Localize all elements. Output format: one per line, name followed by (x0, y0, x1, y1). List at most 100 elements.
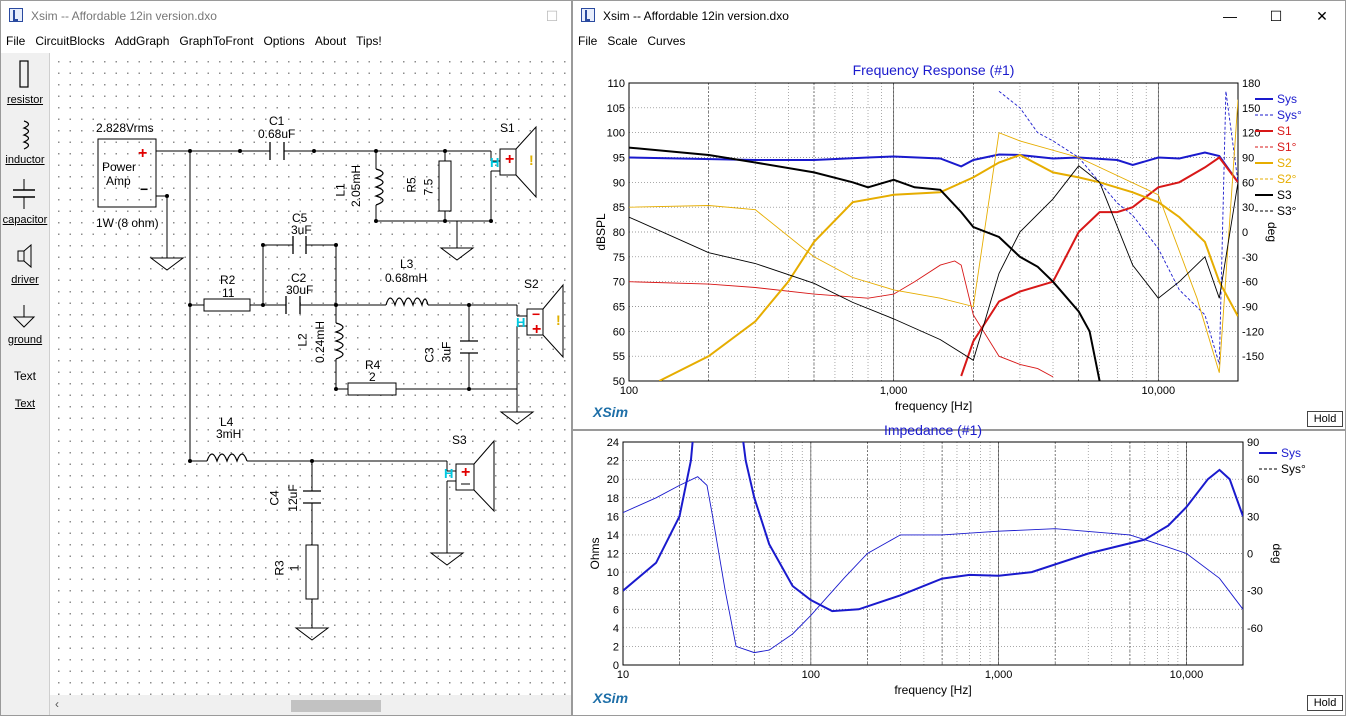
minimize-icon[interactable]: — (1223, 8, 1237, 24)
amp-voltage: 2.828Vrms (96, 121, 154, 135)
series-line-s2 (658, 153, 1238, 381)
c1-symbol (269, 142, 285, 160)
capacitor-icon (13, 179, 35, 209)
menu-graph-file[interactable]: File (578, 34, 598, 48)
legend-label: S2° (1277, 172, 1297, 186)
schematic-menubar: File CircuitBlocks AddGraph GraphToFront Opt… (1, 31, 571, 53)
tool-capacitor-label: capacitor (2, 214, 48, 226)
y-tick-label: 55 (613, 351, 625, 363)
c5-symbol (292, 236, 307, 254)
amp-plus: + (138, 145, 148, 162)
x-axis-label: frequency [Hz] (894, 683, 971, 697)
y-tick-label: 6 (613, 604, 619, 616)
chart-title: Impedance (#1) (884, 422, 982, 438)
horizontal-scrollbar[interactable]: ‹ (50, 695, 571, 715)
y-tick-label: 18 (607, 493, 619, 505)
scrollbar-thumb[interactable] (291, 700, 381, 712)
y-tick-label: 24 (607, 437, 619, 449)
scroll-left-icon[interactable]: ‹ (55, 697, 59, 711)
y-tick-label: 80 (613, 227, 625, 239)
menu-file[interactable]: File (6, 34, 26, 48)
legend-label: S3 (1277, 188, 1292, 202)
y-tick-label: 95 (613, 153, 625, 165)
schematic-titlebar[interactable]: Xsim -- Affordable 12in version.dxo ☐ (1, 1, 571, 31)
y2-tick-label: -90 (1242, 302, 1258, 314)
x-tick-label: 100 (802, 669, 820, 681)
y2-tick-label: 90 (1242, 153, 1254, 165)
c3-symbol (460, 340, 478, 354)
frequency-response-chart[interactable]: 1101051009590858075706560555018015012090… (573, 53, 1345, 429)
menu-curves[interactable]: Curves (647, 34, 686, 48)
series-line-s3-phase (629, 165, 1238, 361)
graph-titlebar[interactable]: Xsim -- Affordable 12in version.dxo — ☐ … (573, 1, 1345, 31)
tool-ground[interactable]: ground (1, 303, 49, 346)
inductor-icon (22, 120, 30, 150)
menu-options[interactable]: Options (263, 34, 305, 48)
s3-symbol: + H (444, 439, 495, 513)
hold-button-impedance[interactable]: Hold (1307, 695, 1343, 711)
app-icon (9, 8, 23, 22)
y2-tick-label: 90 (1247, 437, 1259, 449)
app-icon (581, 8, 595, 22)
svg-text:H: H (444, 466, 453, 481)
y2-tick-label: -30 (1247, 586, 1263, 598)
y-tick-label: 2 (613, 641, 619, 653)
y-tick-label: 65 (613, 302, 625, 314)
tool-driver[interactable]: driver (1, 243, 49, 286)
s1-name: S1 (500, 121, 515, 135)
y2-tick-label: 180 (1242, 78, 1260, 90)
series-line-sys-phase (623, 476, 1243, 654)
legend-label: S2 (1277, 156, 1292, 170)
maximize-icon[interactable]: ☐ (1269, 8, 1283, 24)
tool-capacitor[interactable]: capacitor (1, 179, 49, 226)
y-tick-label: 0 (613, 660, 619, 672)
y2-tick-label: 120 (1242, 128, 1260, 140)
amp-label-power: Power (102, 160, 137, 174)
hold-button-freq[interactable]: Hold (1307, 411, 1343, 427)
tool-resistor[interactable]: resistor (1, 59, 49, 106)
c3-name: C3 (422, 347, 437, 363)
y2-tick-label: -120 (1242, 326, 1264, 338)
plot-frame (628, 82, 1239, 382)
y2-tick-label: 60 (1247, 474, 1259, 486)
c5-name: C5 (292, 211, 308, 225)
svg-text:!: ! (529, 152, 534, 168)
menu-circuitblocks[interactable]: CircuitBlocks (35, 34, 105, 48)
menu-graphtofront[interactable]: GraphToFront (179, 34, 254, 48)
l1-symbol (374, 168, 384, 206)
series-line-s3 (629, 146, 1101, 381)
series-line-sys (623, 442, 1243, 613)
tool-inductor[interactable]: inductor (1, 119, 49, 166)
menu-about[interactable]: About (314, 34, 347, 48)
plot-frame (622, 441, 1244, 666)
legend-label: S3° (1277, 204, 1297, 218)
l4-value: 3mH (216, 427, 242, 441)
menu-addgraph[interactable]: AddGraph (114, 34, 170, 48)
s3-name: S3 (452, 433, 467, 447)
xsim-logo-impedance: XSim (593, 690, 629, 706)
x-tick-label: 10 (617, 669, 629, 681)
y2-tick-label: 30 (1247, 511, 1259, 523)
menu-scale[interactable]: Scale (607, 34, 638, 48)
tool-text[interactable]: Text (1, 369, 49, 383)
restore-icon[interactable]: ☐ (545, 8, 559, 24)
r4-symbol (347, 382, 397, 396)
l2-value: 0.24mH (313, 320, 327, 364)
r2-name: R2 (220, 273, 236, 287)
tool-text-link[interactable]: Text (1, 398, 49, 410)
l4-name: L4 (220, 415, 234, 429)
graph-window: Xsim -- Affordable 12in version.dxo — ☐ … (572, 0, 1346, 430)
legend-label: Sys° (1281, 462, 1306, 476)
y-tick-label: 4 (613, 623, 619, 635)
y-tick-label: 14 (607, 530, 619, 542)
menu-tips[interactable]: Tips! (356, 34, 382, 48)
c3-value: 3uF (439, 341, 454, 363)
close-icon[interactable]: ✕ (1316, 8, 1328, 24)
schematic-canvas[interactable]: + ! H − + ! H (50, 53, 571, 695)
y-tick-label: 85 (613, 202, 625, 214)
y-tick-label: 16 (607, 511, 619, 523)
y2-tick-label: 150 (1242, 103, 1260, 115)
c2-value: 30uF (286, 283, 314, 297)
c5-value: 3uF (291, 223, 312, 237)
